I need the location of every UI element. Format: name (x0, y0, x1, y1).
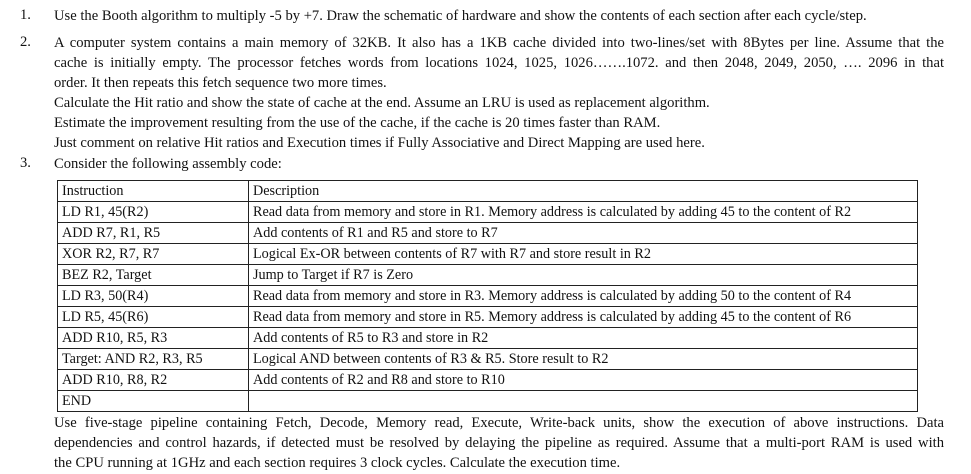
question-text-line: A computer system contains a main memory… (54, 35, 944, 51)
question-number: 1. (20, 7, 31, 23)
description-cell: Add contents of R5 to R3 and store in R2 (248, 327, 918, 349)
header-instruction: Instruction (57, 180, 249, 202)
description-cell: Jump to Target if R7 is Zero (248, 264, 918, 286)
table-row: ADD R10, R5, R3 Add contents of R5 to R3… (57, 327, 918, 349)
question-text-line: Just comment on relative Hit ratios and … (54, 135, 705, 151)
instruction-cell: Target: AND R2, R3, R5 (57, 348, 249, 370)
description-cell: Read data from memory and store in R1. M… (248, 201, 918, 223)
question-text-line: the CPU running at 1GHz and each section… (54, 455, 621, 471)
description-cell: Logical Ex-OR between contents of R7 wit… (248, 243, 918, 265)
instruction-cell: BEZ R2, Target (57, 264, 249, 286)
header-description: Description (248, 180, 918, 202)
table-row: LD R5, 45(R6) Read data from memory and … (57, 306, 918, 328)
question-text-line: Use five-stage pipeline containing Fetch… (54, 415, 944, 431)
question-text-line: Estimate the improvement resulting from … (54, 115, 661, 131)
instruction-cell: END (57, 390, 249, 412)
instruction-cell: ADD R10, R8, R2 (57, 369, 249, 391)
instruction-cell: ADD R10, R5, R3 (57, 327, 249, 349)
table-row: LD R3, 50(R4) Read data from memory and … (57, 285, 918, 307)
instruction-cell: LD R5, 45(R6) (57, 306, 249, 328)
table-row: BEZ R2, Target Jump to Target if R7 is Z… (57, 264, 918, 286)
question-number: 3. (20, 155, 31, 171)
table-row: ADD R10, R8, R2 Add contents of R2 and R… (57, 369, 918, 391)
table-header-row: Instruction Description (57, 180, 918, 202)
table-row: ADD R7, R1, R5 Add contents of R1 and R5… (57, 222, 918, 244)
description-cell: Add contents of R2 and R8 and store to R… (248, 369, 918, 391)
question-text-line: cache is initially empty. The processor … (54, 55, 944, 71)
instruction-cell: XOR R2, R7, R7 (57, 243, 249, 265)
question-text-line: order. It then repeats this fetch sequen… (54, 75, 387, 91)
instruction-cell: LD R3, 50(R4) (57, 285, 249, 307)
question-text-line: Calculate the Hit ratio and show the sta… (54, 95, 710, 111)
question-intro: Consider the following assembly code: (54, 156, 282, 172)
instruction-cell: LD R1, 45(R2) (57, 201, 249, 223)
question-number: 2. (20, 34, 31, 50)
description-cell (248, 390, 918, 412)
question-text-line: dependencies and control hazards, if det… (54, 435, 944, 451)
description-cell: Add contents of R1 and R5 and store to R… (248, 222, 918, 244)
instruction-cell: ADD R7, R1, R5 (57, 222, 249, 244)
description-cell: Logical AND between contents of R3 & R5.… (248, 348, 918, 370)
description-cell: Read data from memory and store in R3. M… (248, 285, 918, 307)
table-row: END (57, 390, 918, 412)
description-cell: Read data from memory and store in R5. M… (248, 306, 918, 328)
assembly-code-table: Instruction Description LD R1, 45(R2) Re… (57, 180, 918, 412)
table-row: Target: AND R2, R3, R5 Logical AND betwe… (57, 348, 918, 370)
table-row: XOR R2, R7, R7 Logical Ex-OR between con… (57, 243, 918, 265)
question-text: Use the Booth algorithm to multiply -5 b… (54, 8, 867, 24)
table-row: LD R1, 45(R2) Read data from memory and … (57, 201, 918, 223)
